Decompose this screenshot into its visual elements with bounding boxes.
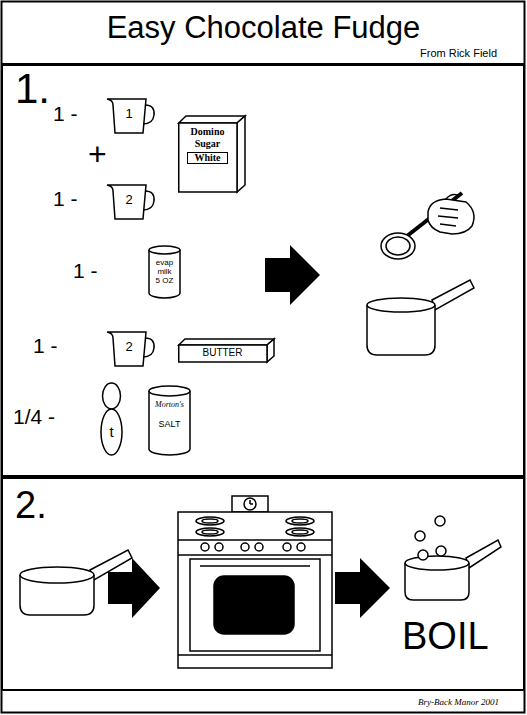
bubble xyxy=(435,516,445,526)
burner xyxy=(292,530,308,534)
burner xyxy=(202,519,218,523)
knob xyxy=(241,543,249,551)
burner xyxy=(196,517,224,525)
stove-rule xyxy=(178,554,332,556)
oven-door xyxy=(190,559,320,651)
bubble xyxy=(436,546,446,556)
quantity: 1 - xyxy=(53,187,78,211)
stove-base xyxy=(178,654,332,656)
can-body xyxy=(149,250,180,298)
step-panel: 2. xyxy=(1,477,525,691)
pan-rim xyxy=(405,556,469,570)
stove-clock xyxy=(244,498,256,510)
stove-rule xyxy=(178,539,332,541)
cup-handle xyxy=(143,191,154,210)
spoon-bowl xyxy=(101,409,122,455)
spoon-bowl xyxy=(381,233,415,259)
cup-body xyxy=(107,332,146,366)
node-label: Morton's xyxy=(148,400,191,409)
cup-handle xyxy=(143,105,154,124)
node-label: Domino Sugar xyxy=(180,126,235,149)
node-label: 2 xyxy=(119,193,139,208)
burner xyxy=(196,528,224,536)
pan-handle xyxy=(466,540,501,568)
knob xyxy=(283,543,291,551)
quantity: 1 - xyxy=(53,102,78,126)
burner xyxy=(286,517,314,525)
oven-window xyxy=(214,576,294,634)
boiling-pan xyxy=(405,516,501,600)
cup-body xyxy=(107,185,146,219)
salt-container: Morton'sSALT xyxy=(148,385,191,456)
oven-handle xyxy=(200,565,310,567)
stick-side xyxy=(267,339,274,362)
pan-handle xyxy=(432,280,474,310)
spoon-outline xyxy=(100,382,123,456)
box-front xyxy=(179,123,237,192)
box-top xyxy=(179,116,245,123)
credit: From Rick Field xyxy=(420,47,497,60)
quantity: 1/4 - xyxy=(13,405,55,429)
burner xyxy=(292,519,308,523)
step-arrow xyxy=(265,245,320,305)
pan-rim xyxy=(20,567,94,583)
stick-top xyxy=(179,339,274,345)
measuring-cup: 2 xyxy=(105,330,155,367)
bubble xyxy=(415,531,425,541)
knob xyxy=(201,543,209,551)
node-label: 2 xyxy=(119,340,139,355)
node-sublabel: White xyxy=(187,152,228,164)
node-label: t xyxy=(100,423,123,440)
node-sublabel: SALT xyxy=(148,419,191,429)
stove xyxy=(178,496,332,668)
step-arrow xyxy=(108,558,160,618)
title: Easy Chocolate Fudge xyxy=(0,10,527,46)
spoon-bowl-inner xyxy=(386,237,410,255)
node-label: BUTTER xyxy=(178,347,267,359)
bubble xyxy=(418,550,428,560)
milk-can: evap milk 5 OZ xyxy=(148,245,181,299)
node-label: evap milk 5 OZ xyxy=(155,258,174,286)
butter-stick: BUTTER xyxy=(178,338,275,363)
can-lid xyxy=(149,246,180,254)
measuring-cup: 1 xyxy=(105,97,155,134)
plus-sign: + xyxy=(88,136,107,173)
pan-rim xyxy=(367,298,435,312)
stick-front xyxy=(179,345,267,362)
spoon-top xyxy=(103,383,121,409)
signature: Bry-Back Manor 2001 xyxy=(418,697,499,707)
hand-with-spoon xyxy=(381,193,474,259)
cup-body xyxy=(107,99,146,133)
clock-hands xyxy=(250,500,253,504)
node-label: 1 xyxy=(119,107,139,122)
measuring-cup: 2 xyxy=(105,183,155,220)
stove-body xyxy=(178,512,332,668)
stove-backpanel xyxy=(232,496,268,512)
cup-handle xyxy=(143,338,154,357)
burner xyxy=(202,530,218,534)
salt-body xyxy=(149,391,190,455)
quantity: 1 - xyxy=(73,259,98,283)
saucepan xyxy=(367,280,474,355)
sugar-box: Domino SugarWhite xyxy=(178,115,246,193)
step-word: BOIL xyxy=(402,615,489,659)
node-label: 2. xyxy=(15,486,75,524)
box-side xyxy=(237,116,245,192)
finger-lines xyxy=(438,195,460,226)
knob xyxy=(255,543,263,551)
knob xyxy=(215,543,223,551)
teaspoon: t xyxy=(100,382,123,456)
burner xyxy=(286,528,314,536)
salt-lid xyxy=(149,386,190,396)
step-arrow xyxy=(335,558,390,618)
hand xyxy=(428,199,474,234)
quantity: 1 - xyxy=(33,334,58,358)
knob xyxy=(297,543,305,551)
